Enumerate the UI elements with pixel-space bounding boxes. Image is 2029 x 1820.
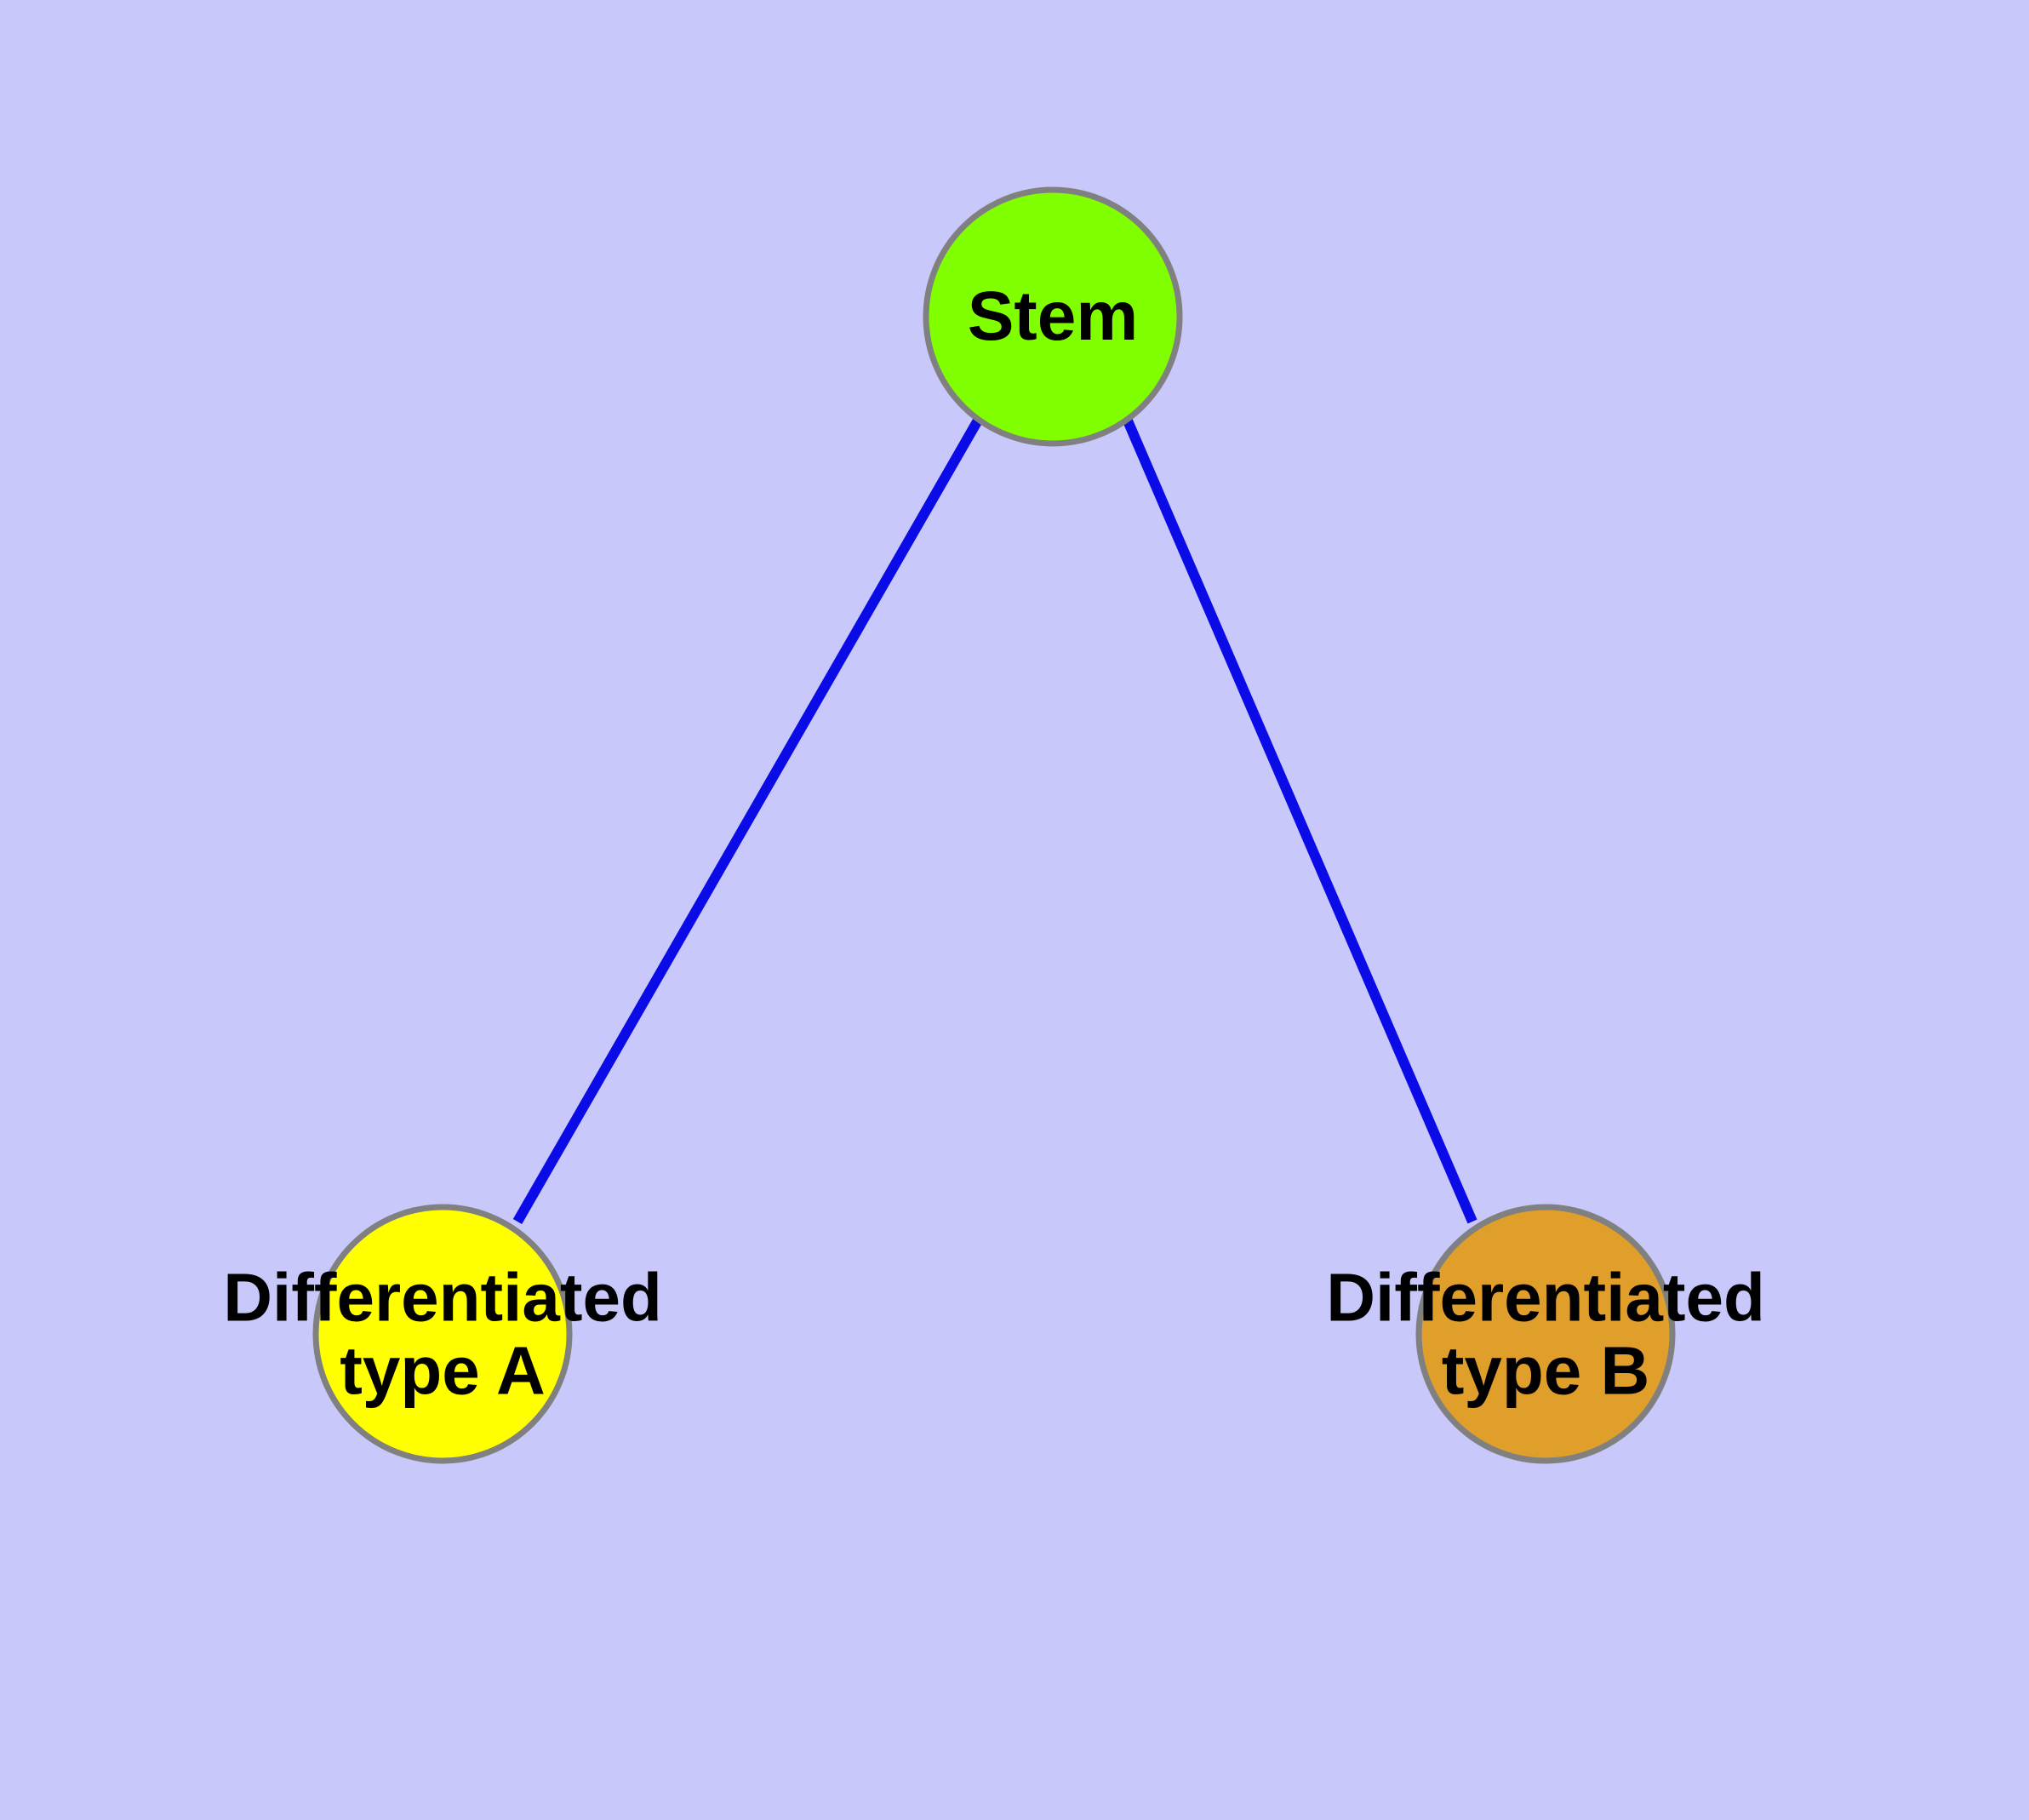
edges-group <box>512 416 1477 1224</box>
edge-stem-to-diff-b[interactable] <box>1122 416 1477 1224</box>
node-circle-diff-b[interactable] <box>1415 1204 1676 1464</box>
edge-stem-to-diff-a[interactable] <box>512 416 984 1224</box>
nodes-group <box>312 186 1676 1464</box>
node-circle-diff-a[interactable] <box>312 1204 573 1464</box>
node-circle-stem[interactable] <box>923 186 1183 447</box>
